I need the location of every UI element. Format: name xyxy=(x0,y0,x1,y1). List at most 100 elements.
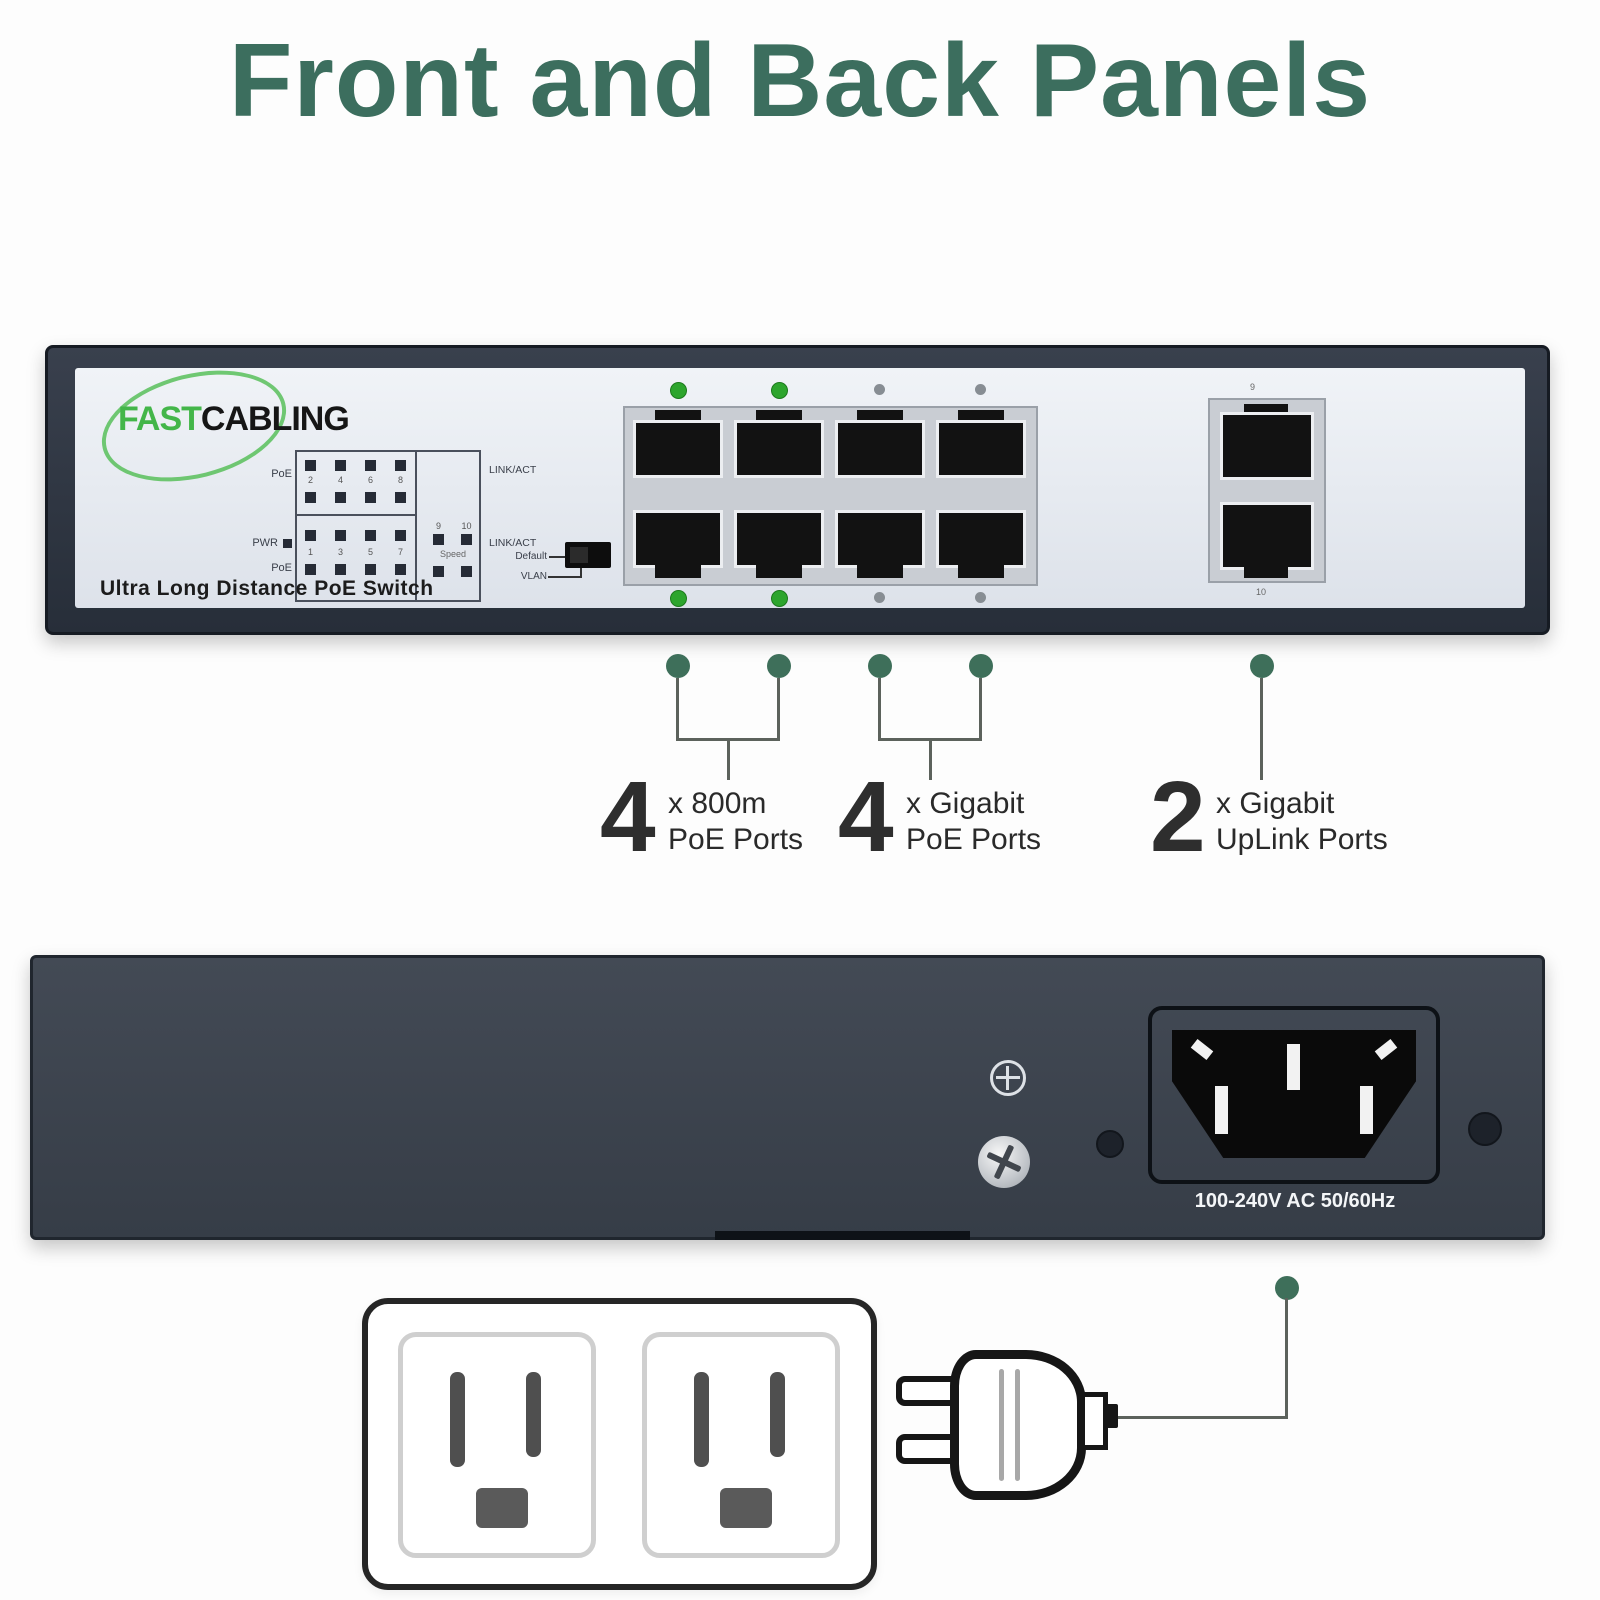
port-number: 2 xyxy=(307,475,313,485)
led-matrix-box xyxy=(295,450,417,602)
inlet-pin-line xyxy=(1215,1086,1228,1134)
led-indicator xyxy=(365,460,376,471)
led-indicator xyxy=(335,492,346,503)
callout-dot xyxy=(969,654,993,678)
link-act-label-top: LINK/ACT xyxy=(489,464,537,476)
rj45-port-3 xyxy=(734,510,824,568)
port-dot-green xyxy=(670,382,687,399)
led-indicator xyxy=(395,460,406,471)
brand-fast-text: FAST xyxy=(118,400,202,438)
led-speed-box xyxy=(415,450,481,602)
led-indicator xyxy=(395,530,406,541)
led-indicator xyxy=(335,564,346,575)
rj45-port-2 xyxy=(633,420,723,478)
port-number: 7 xyxy=(397,547,403,557)
led-indicator xyxy=(433,534,444,545)
led-label-poe-top: PoE xyxy=(271,468,292,480)
callout-bracket xyxy=(727,738,730,780)
port-number: 5 xyxy=(367,547,373,557)
port-dot-green xyxy=(771,590,788,607)
port-dot-green xyxy=(670,590,687,607)
port-number: 4 xyxy=(337,475,343,485)
dip-label-default: Default xyxy=(515,551,547,562)
inlet-pin-neutral xyxy=(1360,1086,1373,1134)
uplink-bottom-label: 10 xyxy=(1256,587,1267,597)
annotation-line1: x 800m xyxy=(668,787,767,820)
callout-bracket xyxy=(979,678,982,740)
rj45-tab xyxy=(857,564,903,578)
outlet-ground-hole xyxy=(476,1488,528,1528)
led-label-pwr: PWR xyxy=(252,537,278,549)
panel-screw xyxy=(1096,1130,1124,1158)
rj45-tab xyxy=(1244,566,1288,578)
led-indicator xyxy=(305,564,316,575)
port-number: 1 xyxy=(307,547,313,557)
rj45-tab xyxy=(655,564,701,578)
rj45-port-1 xyxy=(633,510,723,568)
led-indicator xyxy=(433,566,444,577)
port-dot-gray xyxy=(975,592,986,603)
annotation-count: 4 xyxy=(600,761,656,873)
callout-dot xyxy=(1275,1276,1299,1300)
ground-symbol-icon xyxy=(1006,1066,1009,1090)
annotation-count: 4 xyxy=(838,761,894,873)
dip-callout-line xyxy=(548,576,582,578)
callout-bracket xyxy=(929,738,932,780)
annotation-line1: x Gigabit xyxy=(906,787,1025,820)
port-number: 8 xyxy=(397,475,403,485)
power-plug-illustration xyxy=(950,1350,1086,1500)
brand-cabling-text: CABLING xyxy=(200,400,350,438)
port-dot-gray xyxy=(874,384,885,395)
port-dot-green xyxy=(771,382,788,399)
callout-dot xyxy=(868,654,892,678)
rj45-port-4 xyxy=(734,420,824,478)
rj45-tab xyxy=(958,564,1004,578)
back-panel-notch xyxy=(715,1231,970,1240)
power-cord-wire xyxy=(1116,1416,1288,1419)
outlet-ground-hole xyxy=(720,1488,772,1528)
annotation-line2: UpLink Ports xyxy=(1216,823,1388,856)
led-indicator xyxy=(395,564,406,575)
led-indicator xyxy=(335,460,346,471)
dip-label-vlan: VLAN xyxy=(520,571,547,582)
uplink-port-9 xyxy=(1220,412,1314,480)
callout-bracket xyxy=(777,678,780,740)
port-number: 3 xyxy=(337,547,343,557)
power-cord-wire xyxy=(1285,1298,1288,1419)
uplink-number: 10 xyxy=(461,521,472,531)
plug-stripe xyxy=(1015,1369,1020,1481)
vlan-dip-switch-knob xyxy=(570,547,588,563)
led-label-poe-bottom: PoE xyxy=(271,562,292,574)
led-indicator xyxy=(365,530,376,541)
outlet-slot xyxy=(526,1372,541,1457)
led-indicator xyxy=(305,460,316,471)
outlet-slot xyxy=(450,1372,465,1467)
grounding-screw xyxy=(978,1136,1030,1188)
panel-screw xyxy=(1468,1112,1502,1146)
port-dot-gray xyxy=(975,384,986,395)
led-box-divider xyxy=(295,514,417,516)
link-act-label-bottom: LINK/ACT xyxy=(489,537,537,549)
callout-line xyxy=(1260,678,1263,780)
annotation-count: 2 xyxy=(1150,761,1206,873)
plug-cable-nub xyxy=(1106,1404,1118,1428)
annotation-line1: x Gigabit xyxy=(1216,787,1335,820)
uplink-port-10 xyxy=(1220,502,1314,570)
led-indicator xyxy=(461,534,472,545)
rj45-port-7 xyxy=(936,510,1026,568)
callout-dot xyxy=(1250,654,1274,678)
led-indicator xyxy=(365,492,376,503)
uplink-number: 9 xyxy=(435,521,441,531)
callout-bracket xyxy=(676,678,679,740)
led-indicator xyxy=(365,564,376,575)
led-indicator xyxy=(305,530,316,541)
page-title: Front and Back Panels xyxy=(228,23,1372,139)
led-indicator xyxy=(461,566,472,577)
led-indicator xyxy=(305,492,316,503)
callout-dot xyxy=(666,654,690,678)
plug-stripe xyxy=(999,1369,1004,1481)
power-rating-text: 100-240V AC 50/60Hz xyxy=(1194,1190,1396,1212)
power-inlet-outline xyxy=(1148,1006,1440,1184)
pwr-led xyxy=(283,539,292,548)
